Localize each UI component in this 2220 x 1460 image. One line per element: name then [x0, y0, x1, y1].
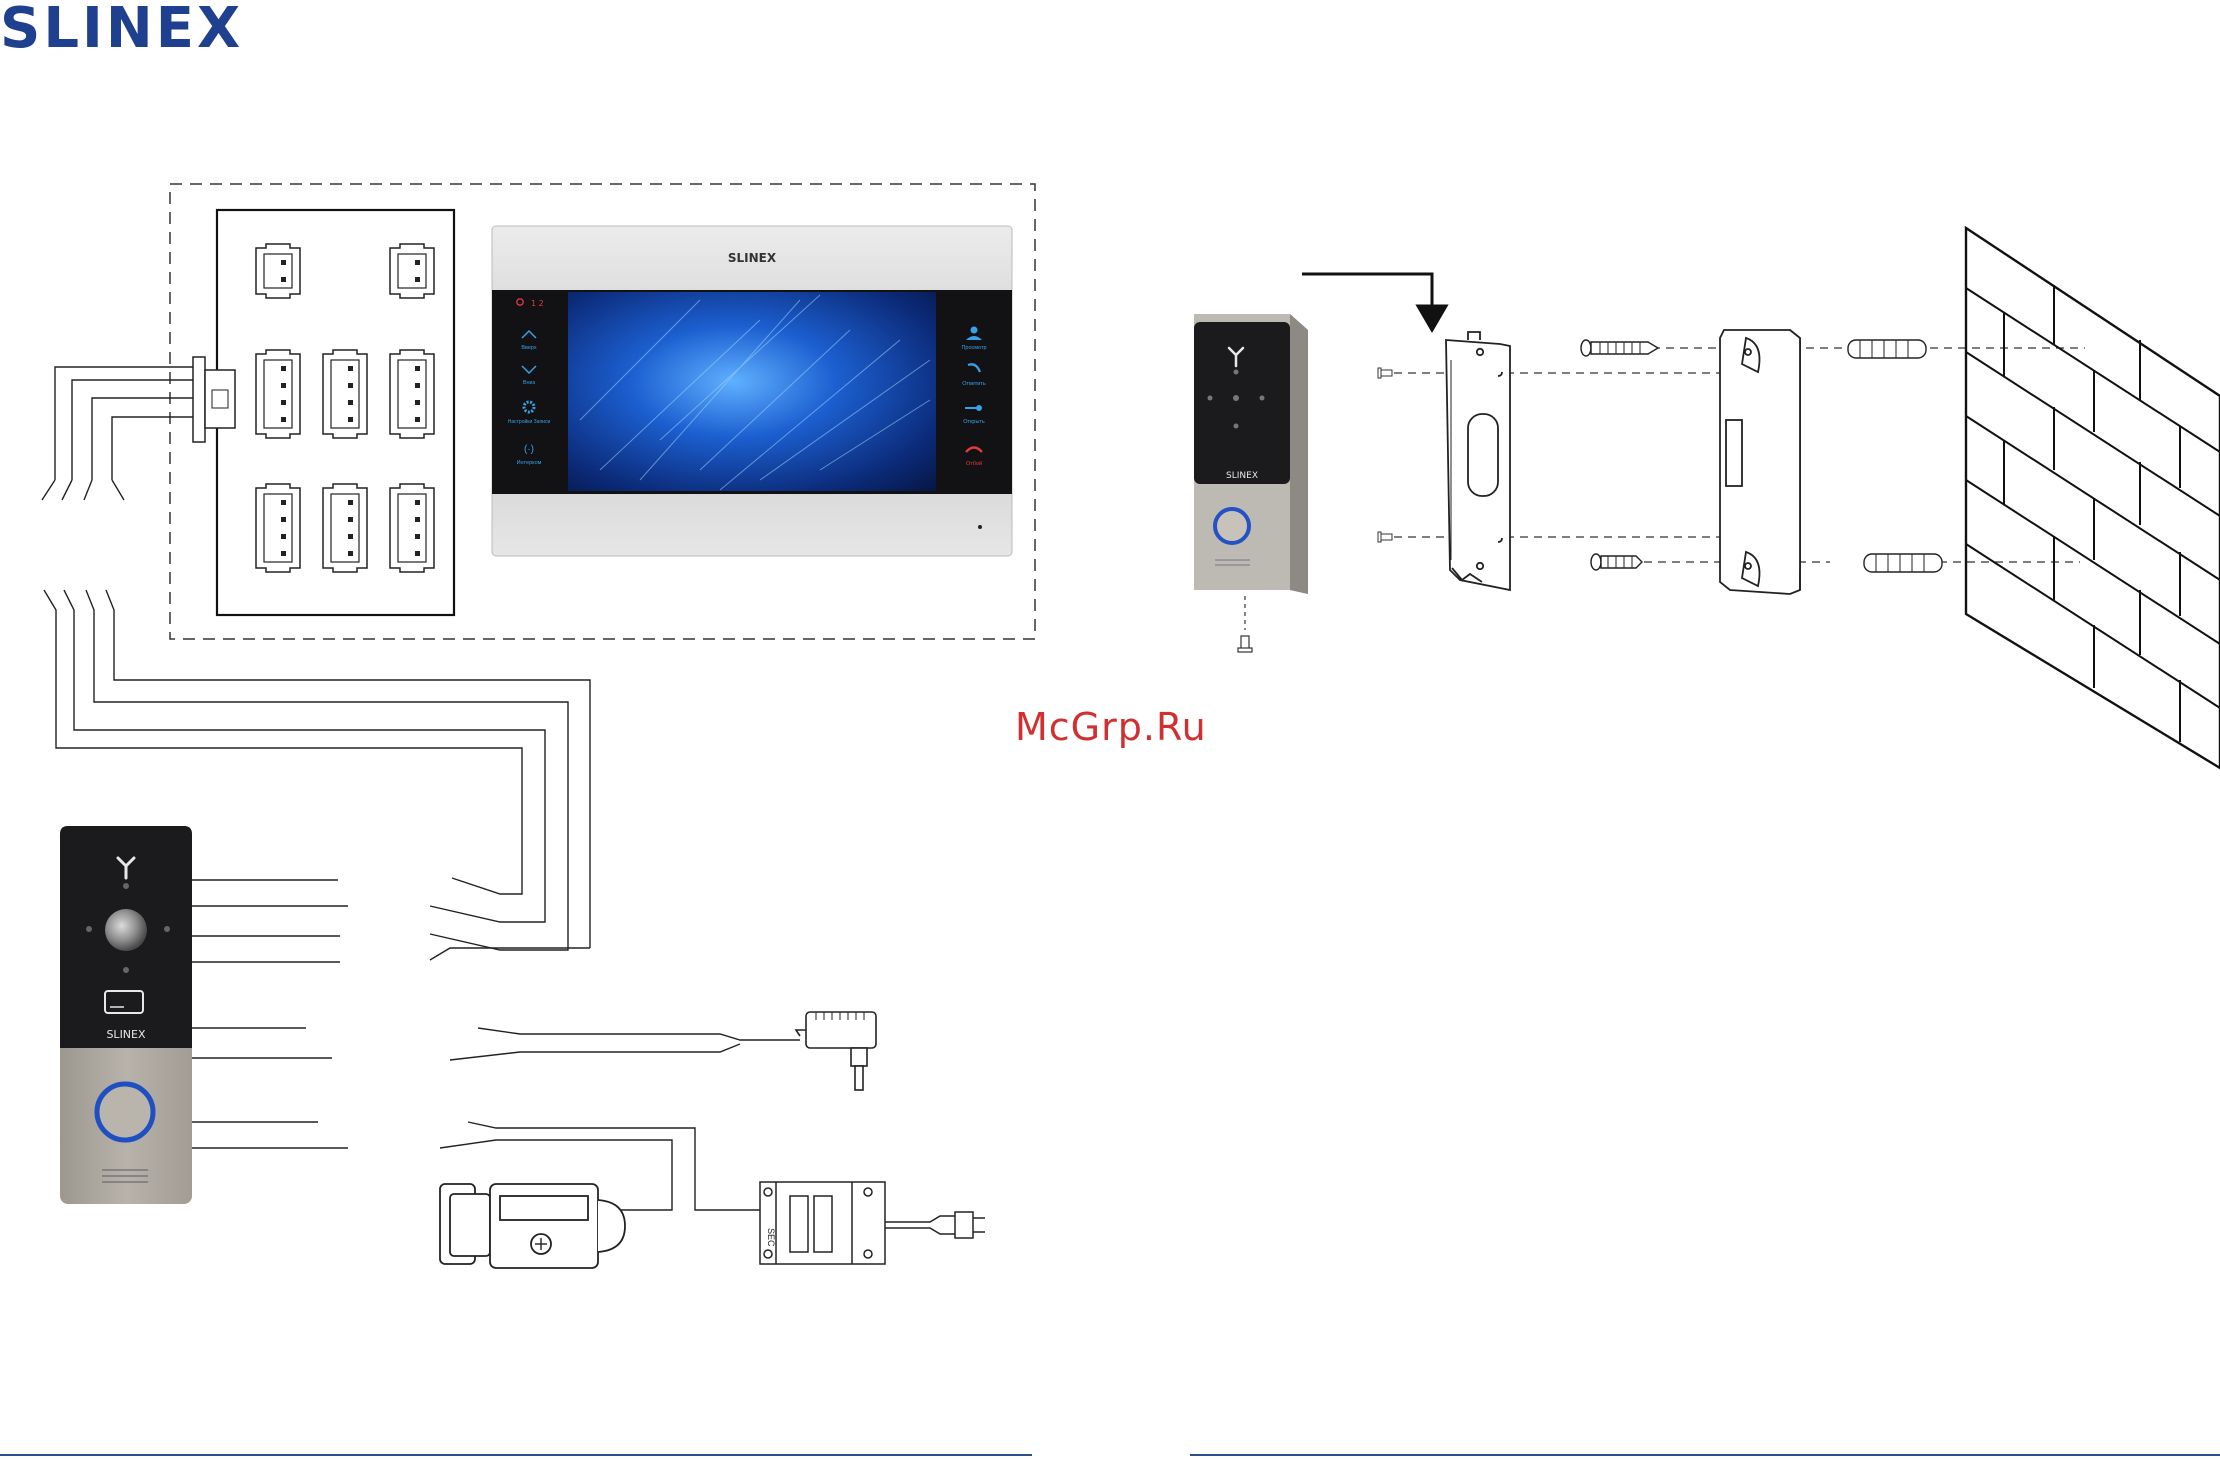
- brick-wall: [1966, 228, 2220, 768]
- terminal-connector: [390, 350, 434, 438]
- mounting-bracket: [1446, 332, 1510, 590]
- door-panel: SLINEX: [60, 826, 192, 1204]
- monitor-device: SLINEX 1 2 Вверх Вниз Настройки Записи (…: [492, 226, 1012, 556]
- call-button-icon[interactable]: [97, 1084, 153, 1140]
- connector-board: [217, 210, 454, 615]
- button-settings-label: Настройки Записи: [508, 418, 551, 425]
- wall-screws: [1581, 340, 1658, 570]
- mount-arrow: [1302, 274, 1446, 330]
- button-open-label: Открыть: [963, 419, 985, 425]
- terminal-connector: [323, 350, 367, 438]
- terminal-connector: [256, 484, 300, 572]
- channel-indicator: 1 2: [531, 299, 544, 308]
- button-view-label: Просмотр: [961, 345, 986, 351]
- door-panel-brand: SLINEX: [106, 1028, 146, 1041]
- button-up-label: Вверх: [521, 345, 537, 351]
- back-box: [1720, 330, 1800, 594]
- button-down-label: Вниз: [523, 380, 536, 386]
- mount-panel-brand: SLINEX: [1226, 471, 1258, 481]
- microphone-dot: [978, 525, 982, 529]
- small-screws: [1378, 368, 1392, 542]
- camera-lens: [105, 909, 147, 951]
- bottom-screw: [1238, 596, 1252, 652]
- terminal-connector: [390, 484, 434, 572]
- terminal-connector: [256, 244, 300, 298]
- button-answer-label: Ответить: [962, 381, 986, 387]
- terminal-connector: [256, 350, 300, 438]
- terminal-connector: [390, 244, 434, 298]
- mount-door-panel: SLINEX: [1194, 314, 1308, 594]
- monitor-brand: SLINEX: [728, 251, 777, 265]
- electric-lock: [440, 1184, 625, 1268]
- terminal-connector: [323, 484, 367, 572]
- wall-dowels: [1848, 340, 1942, 572]
- power-supply-unit: SEC: [760, 1182, 985, 1264]
- power-adapter: [796, 1012, 876, 1090]
- psu-label: SEC: [766, 1228, 776, 1247]
- button-intercom-label: Интерком: [517, 460, 542, 466]
- button-hangup-label: Отбой: [966, 460, 982, 467]
- intercom-icon: (·): [524, 444, 534, 455]
